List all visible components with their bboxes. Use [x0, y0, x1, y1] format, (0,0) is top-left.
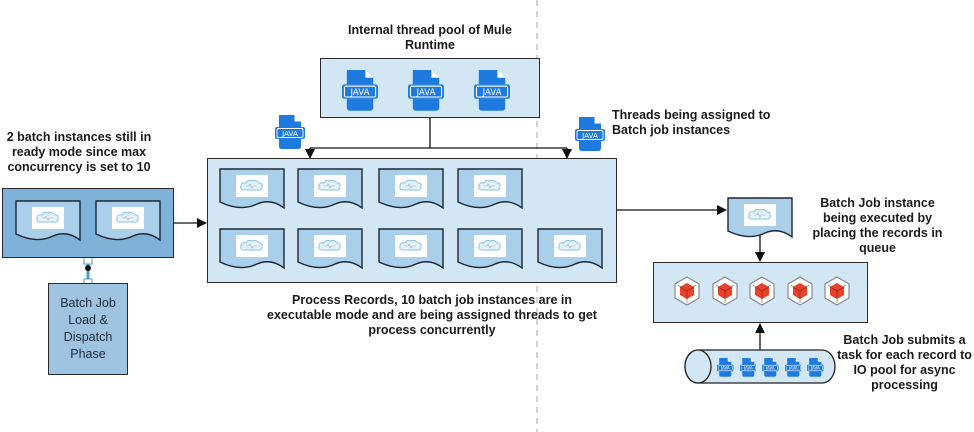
java-file-icon: JAVA: [575, 117, 605, 156]
salesforce-cloud-icon: [748, 208, 771, 220]
process-records-label: Process Records, 10 batch job instances …: [267, 293, 597, 337]
java-file-icon: JAVA: [408, 70, 444, 116]
java-file-icon: JAVA: [342, 70, 378, 116]
threads-assigned-label: Threads being assigned to Batch job inst…: [612, 108, 771, 137]
salesforce-cloud-icon: [240, 179, 263, 191]
batch-instance-document: [457, 168, 523, 210]
batch-instance-document: [297, 228, 363, 270]
svg-text:JAVA: JAVA: [416, 88, 436, 98]
load-dispatch-label: Batch Job Load & Dispatch Phase: [60, 296, 116, 361]
java-file-icon: JAVA: [739, 358, 757, 382]
batch-instance-document: [378, 168, 444, 210]
svg-text:JAVA: JAVA: [742, 366, 752, 371]
java-file-icon: JAVA: [275, 115, 305, 154]
salesforce-cloud-icon: [399, 179, 422, 191]
ready-instances-label: 2 batch instances still in ready mode si…: [6, 130, 152, 174]
java-file-icon: JAVA: [717, 358, 734, 382]
svg-text:JAVA: JAVA: [765, 366, 775, 371]
java-file-icon: JAVA: [784, 358, 802, 382]
batch-instance-document: [457, 228, 523, 270]
batch-instance-document: [219, 168, 285, 210]
svg-text:JAVA: JAVA: [350, 88, 370, 98]
salesforce-cloud-icon: [116, 211, 139, 223]
salesforce-cloud-icon: [36, 211, 59, 223]
java-file-icon: JAVA: [474, 70, 510, 116]
thread-pool-title: Internal thread pool of Mule Runtime: [348, 23, 512, 52]
salesforce-cloud-icon: [478, 179, 501, 191]
svg-text:JAVA: JAVA: [787, 366, 797, 371]
java-file-icon: JAVA: [762, 358, 779, 382]
salesforce-cloud-icon: [240, 239, 263, 251]
submits-task-label: Batch Job submits a task for each record…: [837, 333, 972, 392]
record-cube-icon: [786, 276, 814, 311]
salesforce-cloud-icon: [478, 239, 501, 251]
svg-text:JAVA: JAVA: [581, 131, 598, 140]
record-cube-icon: [673, 276, 701, 311]
salesforce-cloud-icon: [399, 239, 422, 251]
batch-instance-document: [537, 228, 603, 270]
salesforce-cloud-icon: [558, 239, 581, 251]
record-cube-icon: [748, 276, 776, 311]
instance-executed-label: Batch Job instance being executed by pla…: [812, 196, 943, 255]
batch-instance-document: [95, 200, 161, 242]
batch-instance-document: [297, 168, 363, 210]
svg-text:JAVA: JAVA: [810, 366, 820, 371]
salesforce-cloud-icon: [318, 239, 341, 251]
record-cube-icon: [711, 276, 739, 311]
svg-text:JAVA: JAVA: [281, 129, 298, 138]
batch-instance-document: [378, 228, 444, 270]
salesforce-cloud-icon: [318, 179, 341, 191]
svg-text:JAVA: JAVA: [720, 366, 730, 371]
java-file-icon: JAVA: [807, 358, 824, 382]
batch-instance-document: [219, 228, 285, 270]
svg-text:JAVA: JAVA: [482, 88, 502, 98]
load-dispatch-phase-box: Batch Job Load & Dispatch Phase: [48, 283, 128, 375]
record-cube-icon: [823, 276, 851, 311]
batch-instance-document: [727, 197, 793, 239]
batch-instance-document: [15, 200, 81, 242]
